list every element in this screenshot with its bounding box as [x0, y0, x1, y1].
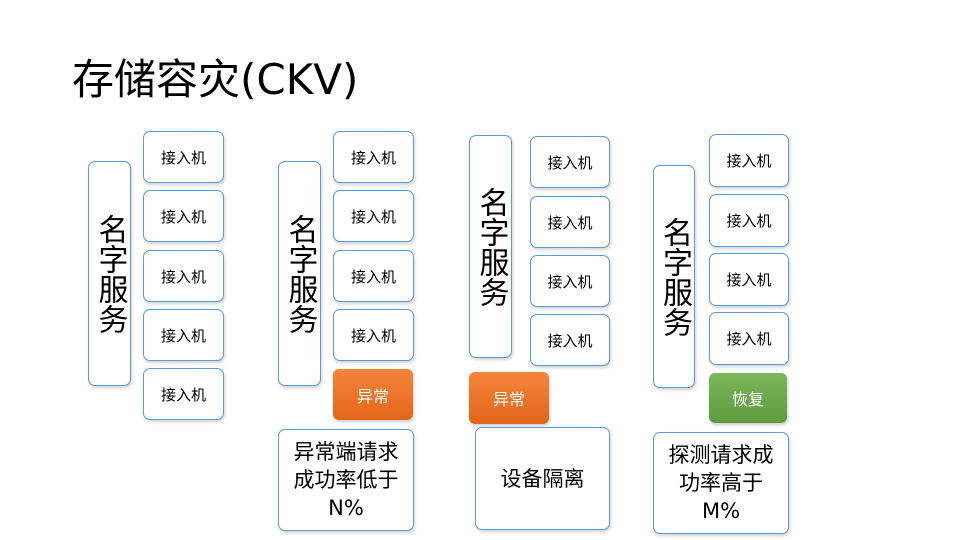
abnormal-condition-box: 异常端请求成功率低于N%	[278, 429, 414, 531]
abnormal-badge: 异常	[469, 372, 549, 424]
access-node: 接入机	[333, 250, 414, 302]
name-service-box: 名字服务	[469, 135, 512, 358]
access-node: 接入机	[709, 134, 789, 187]
device-isolation-box: 设备隔离	[475, 427, 610, 530]
access-node: 接入机	[530, 136, 610, 188]
name-service-box: 名字服务	[88, 161, 131, 386]
name-service-box: 名字服务	[278, 161, 321, 386]
access-node: 接入机	[709, 253, 789, 306]
recovery-condition-box: 探测请求成功率高于M%	[653, 432, 789, 534]
abnormal-badge: 异常	[333, 369, 413, 420]
access-node: 接入机	[143, 250, 224, 302]
access-node: 接入机	[143, 190, 224, 242]
recover-badge: 恢复	[709, 373, 787, 423]
access-node: 接入机	[143, 368, 224, 420]
access-node: 接入机	[709, 194, 789, 247]
access-node: 接入机	[530, 196, 610, 248]
access-node: 接入机	[143, 131, 224, 183]
access-node: 接入机	[530, 255, 610, 307]
access-node: 接入机	[333, 190, 414, 242]
access-node: 接入机	[709, 312, 789, 365]
access-node: 接入机	[333, 309, 414, 361]
page-title: 存储容灾(CKV)	[72, 55, 359, 104]
access-node: 接入机	[530, 314, 610, 366]
name-service-box: 名字服务	[653, 165, 695, 388]
access-node: 接入机	[333, 131, 414, 183]
access-node: 接入机	[143, 309, 224, 361]
